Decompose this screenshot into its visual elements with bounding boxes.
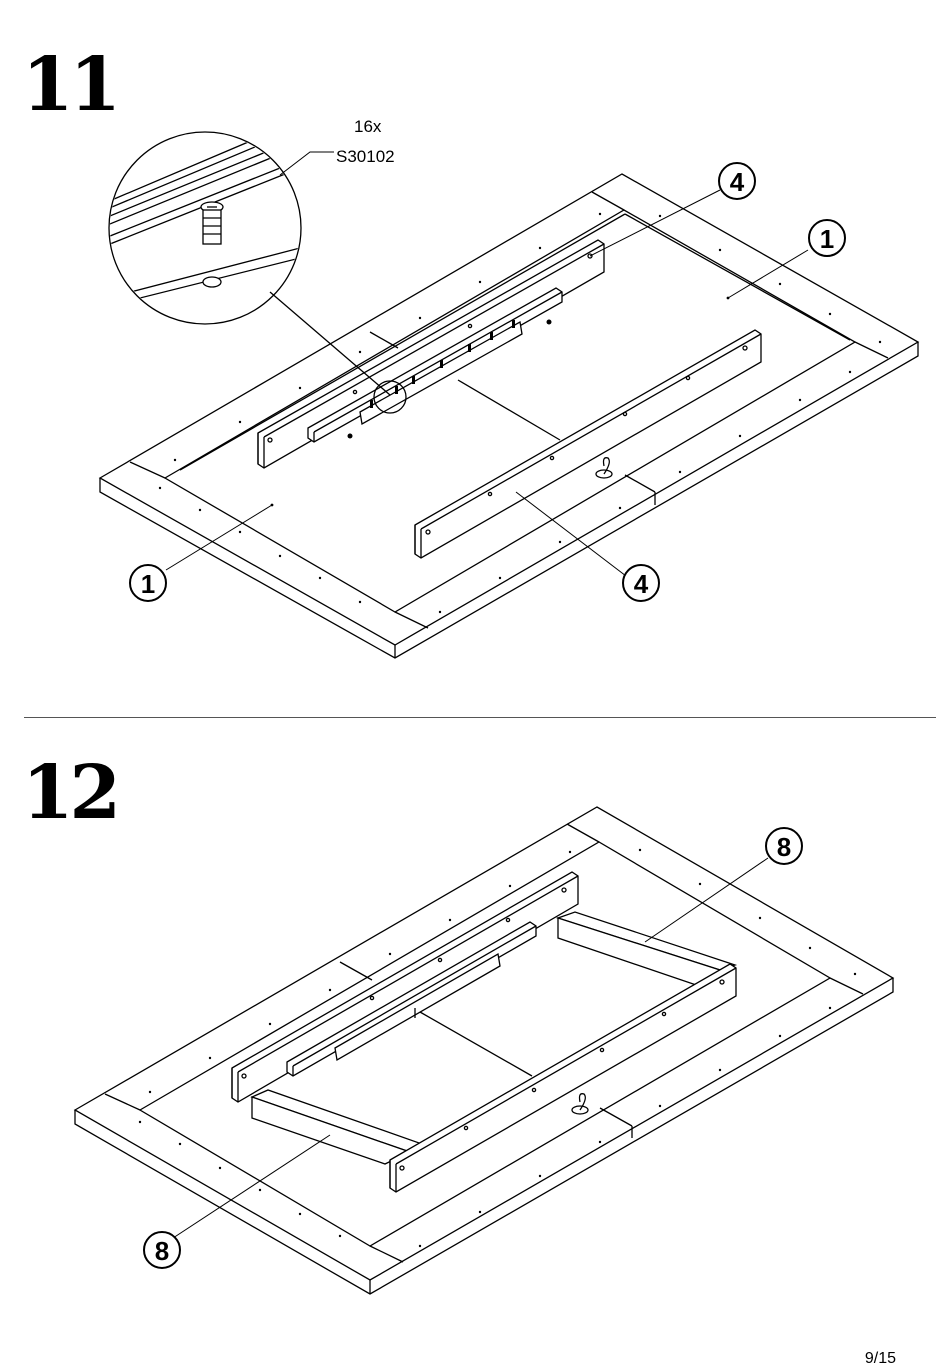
hardware-quantity: 16x [354,117,382,136]
svg-text:4: 4 [634,569,649,599]
svg-text:8: 8 [777,832,791,862]
step-divider [24,717,936,718]
svg-text:1: 1 [141,569,155,599]
callout-part-1-right: 1 [809,220,845,256]
callout-part-4-back: 4 [719,163,755,199]
hardware-code: S30102 [336,147,395,166]
step-11-diagram: 16x S30102 1 1 4 4 [0,0,950,700]
callout-part-1-left: 1 [130,565,166,601]
svg-text:1: 1 [820,224,834,254]
svg-text:4: 4 [730,167,745,197]
callout-part-4-front: 4 [623,565,659,601]
callout-part-8-front: 8 [144,1232,180,1268]
svg-text:8: 8 [155,1236,169,1266]
table-top-frame [75,807,893,1294]
callout-part-8-back: 8 [766,828,802,864]
step-12-diagram: 8 8 [0,740,950,1300]
page-number: 9/15 [865,1350,896,1368]
